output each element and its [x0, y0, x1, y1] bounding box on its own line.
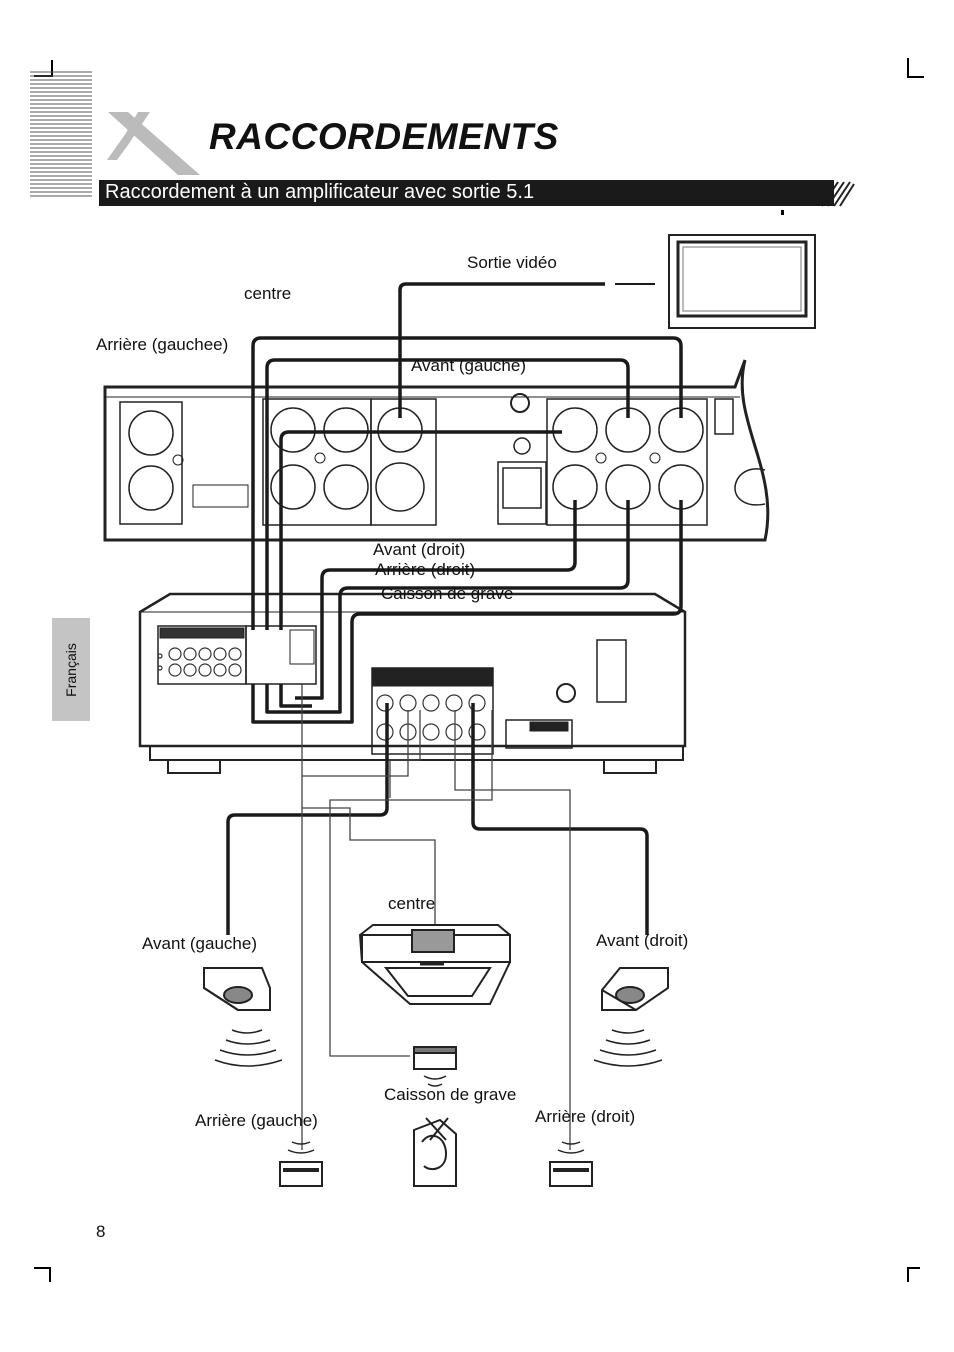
language-tab-label: Français: [63, 642, 79, 697]
label-front-left-speaker: Avant (gauche): [142, 934, 257, 953]
label-front-right-mid: Avant (droit): [373, 540, 466, 559]
amplifier-jacks: [157, 647, 486, 741]
page-number: 8: [96, 1222, 106, 1241]
rear-left-speaker: [279, 1141, 323, 1187]
label-front-right-speaker: Avant (droit): [596, 931, 689, 950]
label-video-out: Sortie vidéo: [467, 253, 557, 272]
subwoofer: [413, 1046, 457, 1187]
rca-cables: [251, 282, 683, 724]
page-title: RACCORDEMENTS: [209, 116, 559, 157]
label-rear-right-mid: Arrière (droit): [375, 560, 476, 579]
speaker-wires-thin: [301, 684, 571, 1150]
language-tab-label-wrap: Français: [52, 618, 90, 721]
center-speaker: [358, 924, 511, 1005]
section-subtitle: Raccordement à un amplificateur avec sor…: [105, 181, 535, 203]
brand-logo-x: [107, 112, 200, 175]
section-header-bar: [99, 180, 834, 206]
label-rear-left-top: Arrière (gauchee): [96, 335, 229, 354]
label-subwoofer-mid: Caisson de grave: [381, 584, 514, 603]
label-rear-right-speaker: Arrière (droit): [535, 1107, 636, 1126]
header-stripes: [30, 71, 92, 197]
label-front-left-top: Avant (gauche): [411, 356, 526, 375]
rear-right-speaker: [549, 1141, 593, 1187]
front-left-speaker: [203, 967, 283, 1067]
label-center-speaker: centre: [388, 894, 436, 913]
language-tab: [52, 618, 90, 721]
dvd-player: [103, 359, 770, 542]
label-rear-left-speaker: Arrière (gauche): [195, 1111, 318, 1130]
label-subwoofer-speaker: Caisson de grave: [384, 1085, 517, 1104]
label-center-top: centre: [244, 284, 292, 303]
amplifier: [138, 592, 687, 774]
tv-monitor: [668, 234, 816, 329]
front-right-speaker: [593, 967, 669, 1067]
speaker-wires: [226, 703, 649, 935]
